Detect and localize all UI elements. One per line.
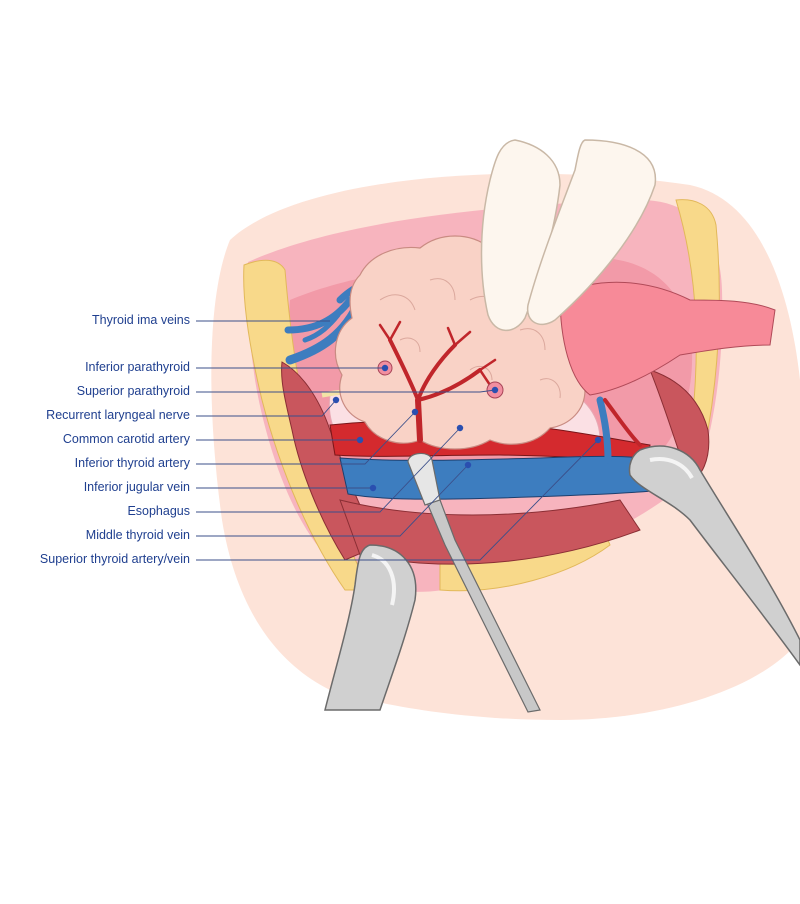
leader-line: [196, 389, 496, 393]
leader-line: [196, 411, 416, 465]
gloved-finger: [480, 139, 561, 332]
leader-anchor-dot: [491, 386, 499, 394]
leader-anchor-dot: [369, 484, 377, 492]
leader-anchor-dot: [381, 364, 389, 372]
label-thyroid-ima-veins: Thyroid ima veins: [92, 313, 190, 327]
muscle-bottom: [339, 499, 641, 565]
label-esophagus: Esophagus: [127, 504, 190, 518]
leader-line: [196, 439, 599, 561]
retracted-structure: [559, 281, 776, 396]
label-inferior-parathyroid: Inferior parathyroid: [85, 360, 190, 374]
retractor-right: [628, 445, 800, 667]
retractor-right-highlight: [649, 457, 694, 480]
label-superior-parathyroid: Superior parathyroid: [76, 384, 190, 398]
label-inferior-thyroid-artery: Inferior thyroid artery: [74, 456, 190, 470]
inferior-jugular-vein: [339, 455, 666, 500]
leader-anchor-dot: [464, 461, 472, 469]
leader-anchor-dot: [332, 396, 340, 404]
leader-anchor-dot: [594, 436, 602, 444]
muscle-right: [649, 369, 710, 481]
label-recurrent-laryngeal-nerve: Recurrent laryngeal nerve: [46, 408, 190, 422]
label-middle-thyroid-vein: Middle thyroid vein: [85, 528, 190, 542]
leader-anchor-dot: [456, 424, 464, 432]
label-leaders: [196, 320, 602, 561]
surgical-probe-tip: [407, 452, 441, 506]
retractor-left-highlight: [371, 553, 396, 606]
label-common-carotid-artery: Common carotid artery: [62, 432, 190, 446]
leader-line: [196, 464, 469, 537]
inferior-thyroid-artery: [378, 320, 497, 443]
superior-thyroid-vessels: [596, 396, 642, 464]
leader-anchor-dot: [356, 436, 364, 444]
leader-line: [196, 399, 337, 417]
gloved-finger-2: [526, 139, 657, 326]
label-inferior-jugular-vein: Inferior jugular vein: [83, 480, 190, 494]
leader-anchor-dot: [411, 408, 419, 416]
leader-line: [196, 427, 461, 513]
label-superior-thyroid-artery-vein: Superior thyroid artery/vein: [39, 552, 190, 566]
